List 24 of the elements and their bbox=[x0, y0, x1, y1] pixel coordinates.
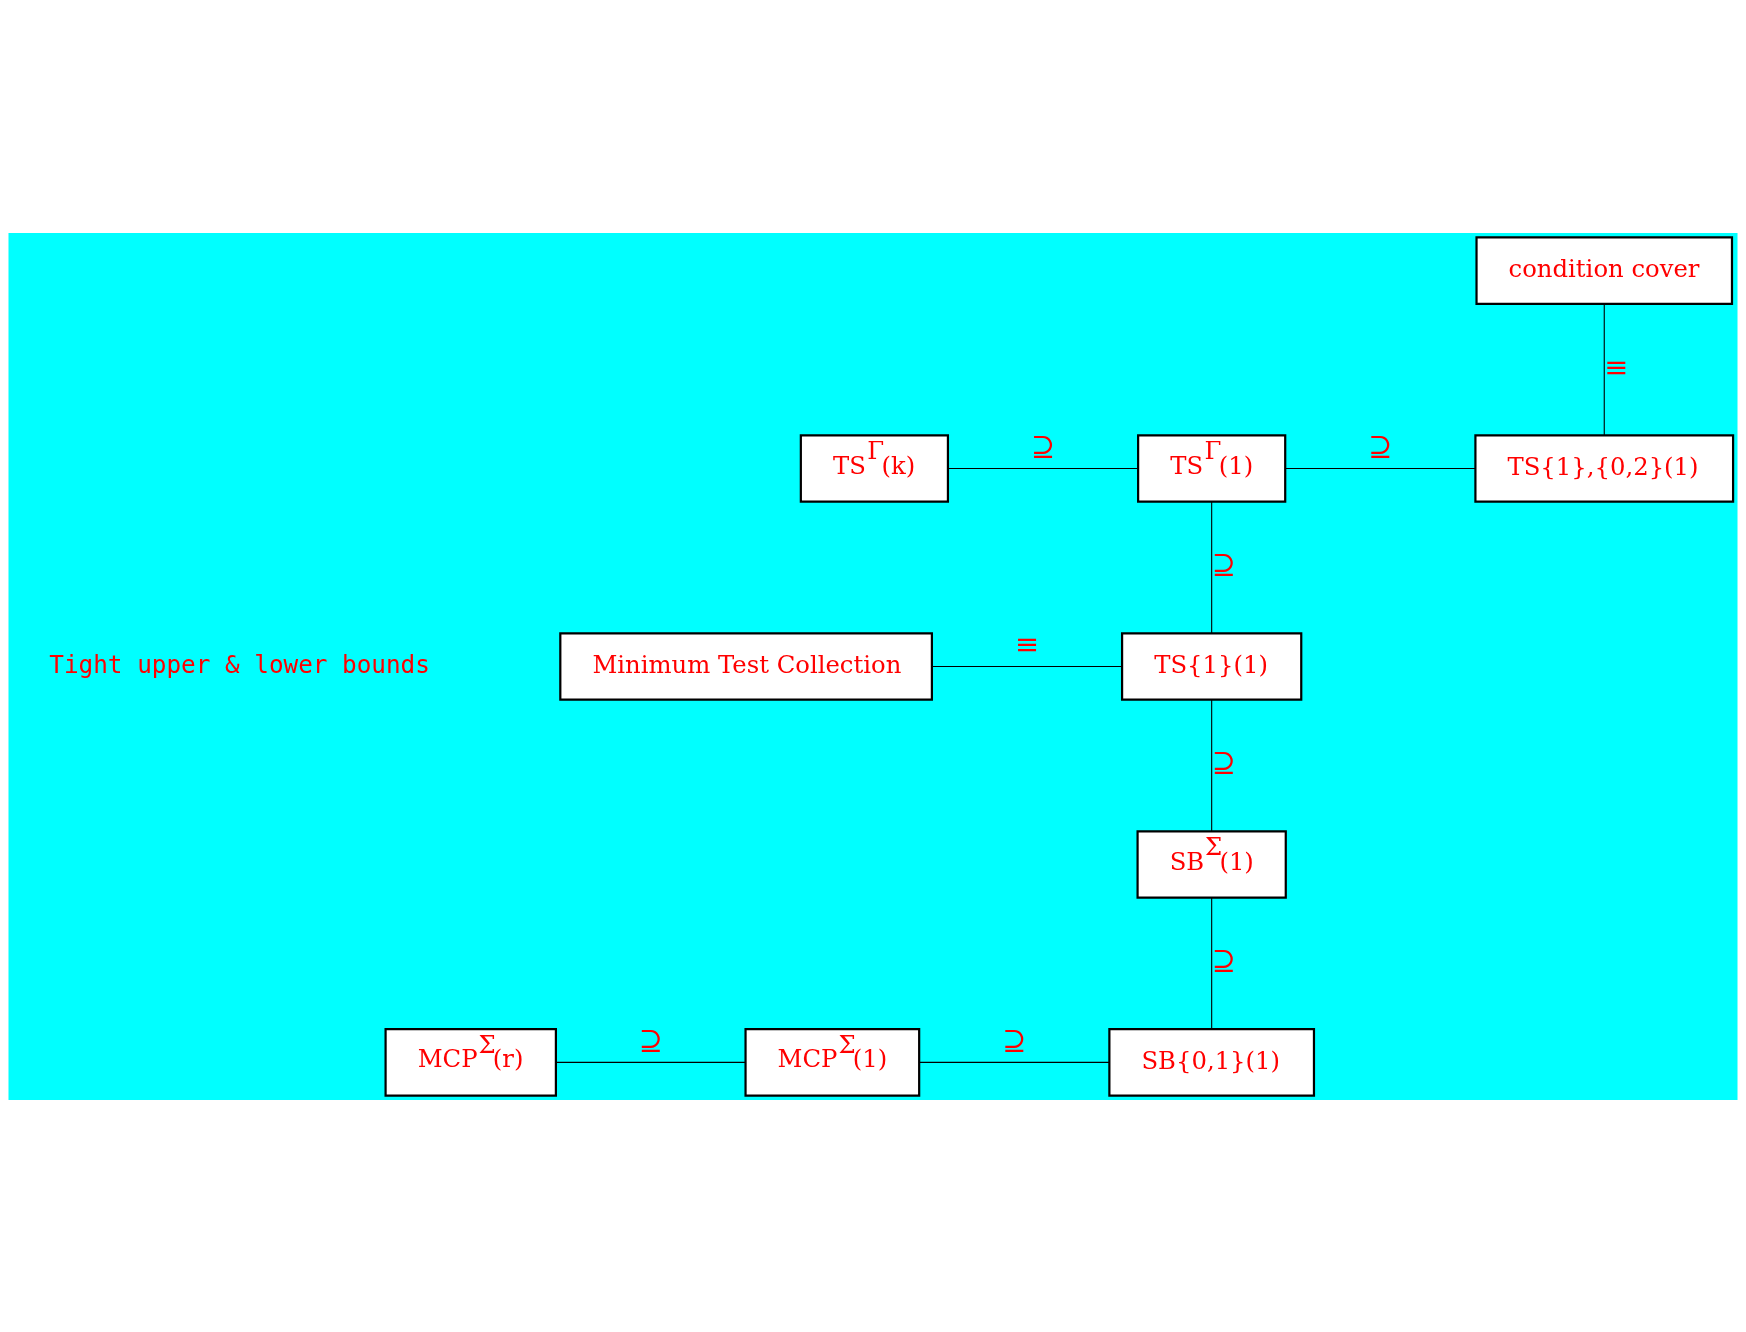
connector bbox=[1211, 698, 1213, 832]
edge-label: ≡ bbox=[1014, 626, 1040, 661]
edge-label: ⊇ bbox=[1002, 1022, 1027, 1057]
connector bbox=[1603, 302, 1605, 436]
connector bbox=[931, 665, 1123, 667]
connector bbox=[1211, 896, 1213, 1029]
edge-label: ⊇ bbox=[1211, 942, 1236, 977]
edge-label: ≡ bbox=[1604, 349, 1629, 384]
connector bbox=[1284, 467, 1476, 469]
connector bbox=[918, 1061, 1110, 1063]
node-box: TS{1},{0,2}(1) bbox=[1474, 433, 1735, 503]
edge-label: ⊇ bbox=[1368, 428, 1393, 463]
node-box: TS{1}(1) bbox=[1121, 631, 1303, 701]
node-box: Minimum Test Collection bbox=[559, 631, 933, 701]
edge-label: ⊇ bbox=[1211, 546, 1236, 581]
connector bbox=[1211, 500, 1213, 634]
edge-label: ⊇ bbox=[638, 1022, 663, 1057]
connector bbox=[947, 467, 1139, 469]
edge-label: ⊇ bbox=[1211, 744, 1236, 779]
edge-label: ⊇ bbox=[1030, 428, 1056, 463]
node-box: condition cover bbox=[1475, 235, 1734, 305]
node-box: SB{0,1}(1) bbox=[1108, 1027, 1316, 1097]
connector bbox=[555, 1061, 747, 1063]
label: Tight upper & lower bounds bbox=[49, 649, 430, 679]
